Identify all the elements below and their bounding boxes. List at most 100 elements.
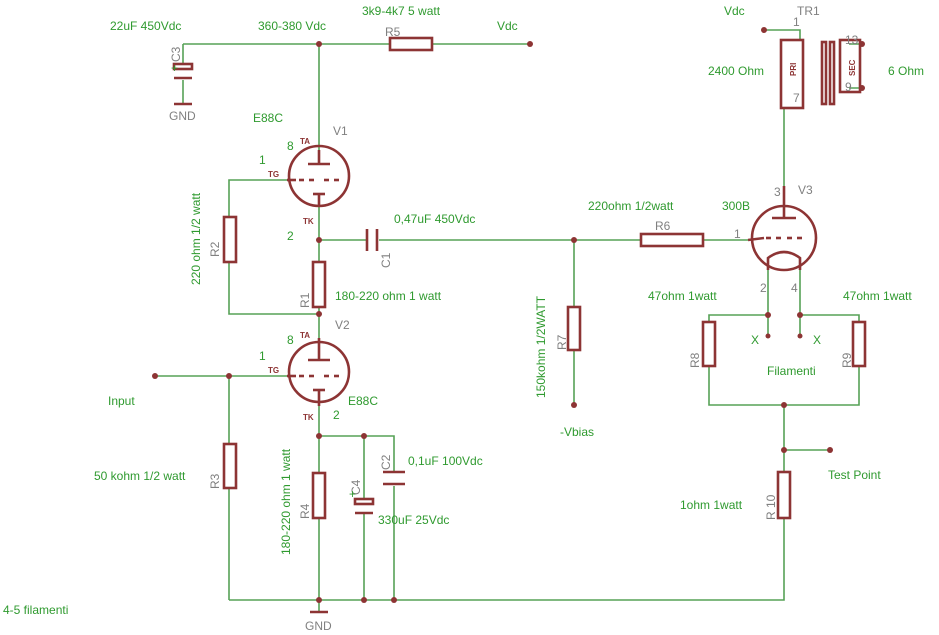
- capacitor-c4[interactable]: [353, 497, 375, 506]
- ref-r1: R1: [298, 292, 312, 308]
- c1-value-label: 0,47uF 450Vdc: [394, 212, 475, 226]
- resistor-r7[interactable]: [566, 305, 582, 352]
- gnd-label-top: GND: [169, 109, 196, 123]
- transformer-tr1[interactable]: [779, 38, 862, 110]
- resistors: [222, 36, 867, 520]
- junction-dot: [226, 373, 232, 379]
- tr1-vdc-label: Vdc: [724, 4, 745, 18]
- ref-v2: V2: [335, 318, 350, 332]
- v3-pin-4: 4: [791, 281, 798, 295]
- resistor-r8[interactable]: [701, 320, 717, 368]
- input-terminal[interactable]: [152, 373, 158, 379]
- tr1-pin-1: 1: [793, 15, 800, 29]
- b-plus-label: 360-380 Vdc: [258, 19, 326, 33]
- ref-v3: V3: [798, 183, 813, 197]
- filament-wire: [708, 270, 860, 406]
- tr1-pin-13: 13: [845, 33, 859, 47]
- vbias-label: -Vbias: [560, 425, 594, 439]
- junction-dot: [361, 597, 367, 603]
- tr1-pin-9: 9: [845, 80, 852, 94]
- resistor-r10[interactable]: [776, 470, 792, 520]
- filament-x-left: X: [751, 333, 759, 347]
- tr1-vdc-terminal[interactable]: [761, 27, 767, 33]
- resistor-r4[interactable]: [311, 471, 327, 520]
- junction-dot: [781, 447, 787, 453]
- v1-pin-1: 1: [259, 153, 266, 167]
- tube-v3[interactable]: [747, 186, 818, 272]
- junction-dot: [765, 312, 771, 318]
- test-point-label: Test Point: [828, 468, 881, 482]
- ref-c2: C2: [379, 454, 393, 470]
- r2-loop-wire: [228, 179, 319, 315]
- tube-v2[interactable]: [287, 338, 351, 406]
- v1-pin-tg: TG: [268, 170, 279, 179]
- tr1-pin-7: 7: [793, 91, 800, 105]
- ref-r6: R6: [655, 219, 671, 233]
- r7-value-label: 150kohm 1/2WATT: [534, 295, 548, 398]
- v1-type-label: E88C: [253, 111, 283, 125]
- junction-dot: [571, 237, 577, 243]
- junctions: [226, 41, 803, 603]
- junction-dot: [316, 597, 322, 603]
- tr1-sec-label: SEC: [848, 59, 857, 76]
- junction-dot: [316, 433, 322, 439]
- filament-terminal[interactable]: [765, 333, 771, 339]
- ref-r3: R3: [208, 473, 222, 489]
- v1-pin-8: 8: [287, 139, 294, 153]
- junction-dot: [316, 41, 322, 47]
- r6-value-label: 220ohm 1/2watt: [588, 199, 674, 213]
- r2-value-label: 220 ohm 1/2 watt: [189, 192, 203, 285]
- junction-dot: [391, 597, 397, 603]
- v2-type-label: E88C: [348, 394, 378, 408]
- junction-dot: [316, 237, 322, 243]
- gnd-label-bottom: GND: [305, 619, 332, 633]
- resistor-r6[interactable]: [639, 232, 705, 248]
- c4-plus-sign: +: [349, 487, 356, 501]
- filament-terminal[interactable]: [797, 333, 803, 339]
- capacitor-c3[interactable]: [172, 62, 194, 71]
- v3-type-label: 300B: [722, 199, 750, 213]
- v2-pin-tk: TK: [303, 413, 314, 422]
- input-label: Input: [108, 394, 135, 408]
- ref-r8: R8: [688, 352, 702, 368]
- c2-value-label: 0,1uF 100Vdc: [408, 454, 483, 468]
- terminals: [152, 27, 865, 453]
- capacitors: [172, 62, 405, 515]
- v1-pin-ta: TA: [300, 137, 310, 146]
- junction-dot: [316, 311, 322, 317]
- resistor-r9[interactable]: [851, 320, 867, 368]
- ref-c4: C4: [349, 479, 363, 495]
- vbias-terminal[interactable]: [571, 402, 577, 408]
- resistor-r2[interactable]: [222, 215, 238, 264]
- resistor-r1[interactable]: [311, 260, 327, 309]
- test-point-terminal[interactable]: [827, 447, 833, 453]
- v3-pin-2: 2: [760, 281, 767, 295]
- r5-value-label: 3k9-4k7 5 watt: [362, 4, 441, 18]
- tr1-pri-label: PRI: [789, 63, 798, 76]
- junction-dot: [361, 433, 367, 439]
- junction-dot: [781, 402, 787, 408]
- v2-pin-2: 2: [333, 408, 340, 422]
- filament-pins-wire: [767, 315, 801, 336]
- r4-value-label: 180-220 ohm 1 watt: [279, 448, 293, 555]
- c3-plus-sign: +: [171, 61, 178, 75]
- v1-pin-2: 2: [287, 229, 294, 243]
- r8-value-label: 47ohm 1watt: [648, 289, 717, 303]
- filament-label: Filamenti: [767, 364, 816, 378]
- r10-value-label: 1ohm 1watt: [680, 498, 743, 512]
- ref-v1: V1: [333, 124, 348, 138]
- ref-r7: R7: [555, 334, 569, 350]
- ref-tr1: TR1: [797, 4, 820, 18]
- tr1-secondary-label: 6 Ohm: [888, 64, 924, 78]
- r1-value-label: 180-220 ohm 1 watt: [335, 289, 442, 303]
- ref-c3: C3: [169, 46, 183, 62]
- resistor-r5[interactable]: [388, 36, 434, 52]
- tube-v1[interactable]: [287, 144, 351, 208]
- v2-pin-1: 1: [259, 349, 266, 363]
- v1-pin-tk: TK: [303, 217, 314, 226]
- v3-pin-3: 3: [774, 185, 781, 199]
- vdc-terminal[interactable]: [527, 41, 533, 47]
- resistor-r3[interactable]: [222, 442, 238, 490]
- filament-count-label: 4-5 filamenti: [3, 603, 68, 617]
